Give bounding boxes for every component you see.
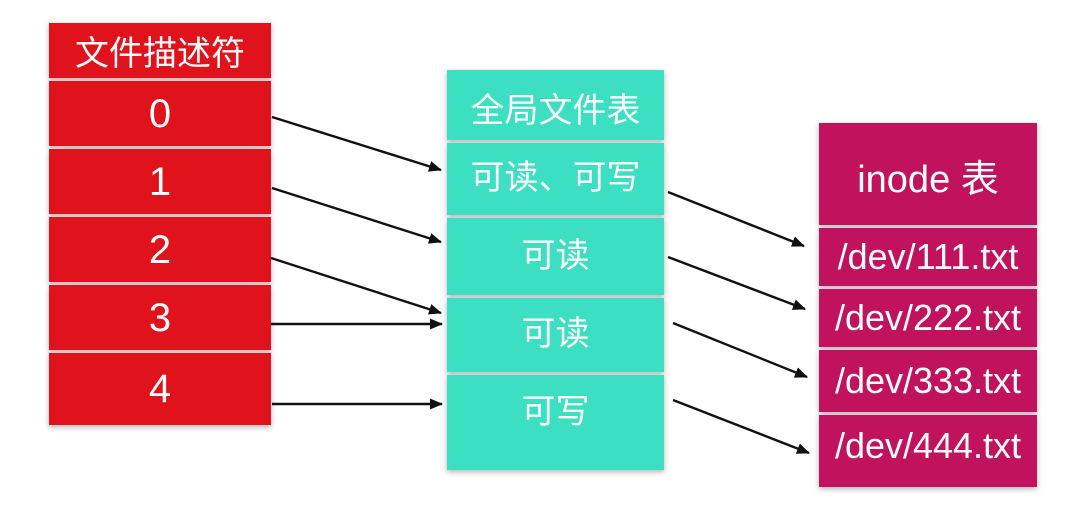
fd-row-2: 2: [49, 217, 271, 282]
arrow-fd1-to-global1: [271, 186, 442, 244]
arrow-fd2-to-global2: [270, 256, 442, 315]
fd-table: 文件描述符 0 1 2 3 4: [49, 23, 271, 425]
arrow-global2-to-inode2: [672, 321, 808, 379]
inode-row-0: /dev/111.txt: [819, 228, 1037, 286]
fd-row-3: 3: [49, 285, 271, 350]
global-row-2: 可读: [447, 298, 664, 372]
fd-row-1: 1: [49, 149, 271, 214]
inode-row-2: /dev/333.txt: [819, 350, 1037, 412]
inode-row-3: /dev/444.txt: [819, 415, 1037, 487]
inode-table-title: inode 表: [819, 123, 1037, 225]
inode-row-1: /dev/222.txt: [819, 289, 1037, 347]
inode-table: inode 表 /dev/111.txt /dev/222.txt /dev/3…: [819, 123, 1037, 487]
global-file-table-title: 全局文件表: [447, 70, 664, 140]
global-file-table: 全局文件表 可读、可写 可读 可读 可写: [447, 70, 664, 470]
fd-row-4: 4: [49, 353, 271, 425]
global-row-3: 可写: [447, 375, 664, 470]
arrow-global0-to-inode0: [667, 190, 805, 248]
fd-table-title: 文件描述符: [49, 23, 271, 78]
arrow-fd0-to-global0: [271, 115, 442, 172]
arrow-global3-to-inode3: [672, 398, 810, 455]
fd-row-0: 0: [49, 81, 271, 146]
global-row-0: 可读、可写: [447, 143, 664, 215]
arrow-global1-to-inode1: [667, 255, 806, 311]
global-row-1: 可读: [447, 218, 664, 295]
